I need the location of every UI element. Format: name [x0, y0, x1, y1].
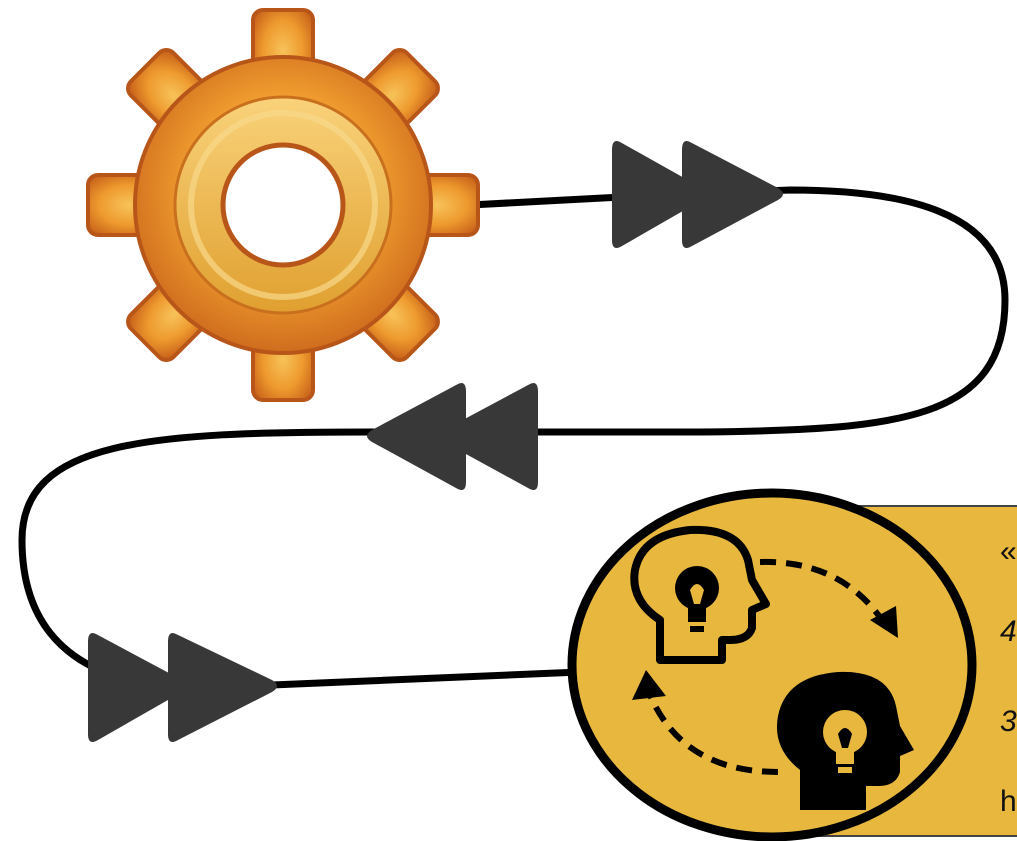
rewind-arrow-middle [367, 383, 538, 490]
lightbulb-icon [675, 566, 719, 632]
note-text-line-4: h [1000, 785, 1017, 818]
dashed-cycle-arrow-bottom [645, 688, 779, 775]
note-text-line-3: 3 [1000, 705, 1017, 738]
fast-forward-arrow-top [612, 141, 783, 248]
arrowhead-icon [870, 606, 898, 638]
gear-icon [86, 8, 480, 402]
arrowhead-icon [632, 670, 666, 700]
fast-forward-arrow-bottom [88, 633, 277, 742]
note-text-line-1: « [1000, 535, 1017, 568]
solid-head-icon [776, 671, 914, 810]
knowledge-exchange-circle [567, 488, 977, 841]
note-text-line-2: 4 [1000, 615, 1017, 648]
outline-head-icon [630, 525, 770, 664]
